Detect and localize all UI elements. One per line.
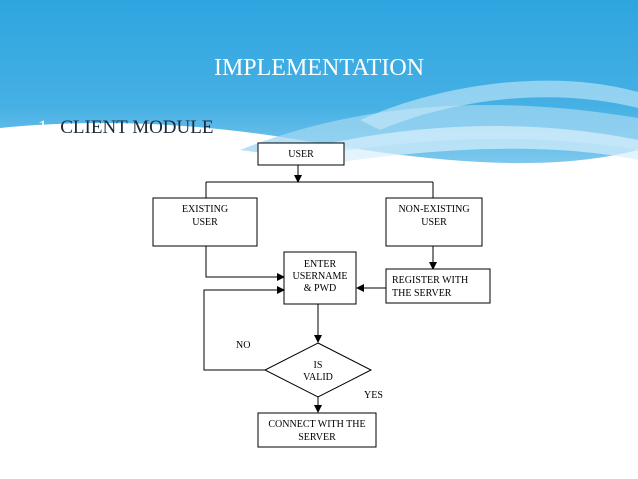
yes-label: YES — [364, 390, 383, 401]
enter-label-3: & PWD — [304, 283, 337, 294]
user-box — [257, 142, 345, 166]
user-label: USER — [288, 149, 314, 160]
register-box — [385, 268, 491, 304]
existing-user-box — [152, 197, 258, 247]
existing-to-enter-arrow — [205, 246, 285, 281]
is-valid-label-1: IS — [314, 360, 323, 371]
enter-label-2: USERNAME — [292, 271, 347, 282]
section-number: 1. — [38, 117, 53, 138]
connect-label-2: SERVER — [298, 432, 336, 443]
non-existing-user-label-2: USER — [421, 217, 447, 228]
slide-title: IMPLEMENTATION — [213, 55, 425, 81]
section-title: CLIENT MODULE — [60, 117, 214, 138]
register-label-2: THE SERVER — [392, 288, 452, 299]
existing-user-label-1: EXISTING — [182, 204, 228, 215]
no-label: NO — [236, 340, 250, 351]
existing-user-label-2: USER — [192, 217, 218, 228]
enter-credentials-box — [283, 251, 357, 305]
is-valid-label-2: VALID — [303, 372, 333, 383]
non-existing-user-box — [385, 197, 483, 247]
non-existing-user-label-1: NON-EXISTING — [398, 204, 469, 215]
no-loop-arrow — [203, 286, 285, 371]
enter-label-1: ENTER — [304, 259, 337, 270]
section-heading: 1. CLIENT MODULE — [38, 117, 213, 139]
connect-box — [257, 412, 377, 448]
connect-label-1: CONNECT WITH THE — [268, 419, 365, 430]
register-label-1: REGISTER WITH — [392, 275, 468, 286]
